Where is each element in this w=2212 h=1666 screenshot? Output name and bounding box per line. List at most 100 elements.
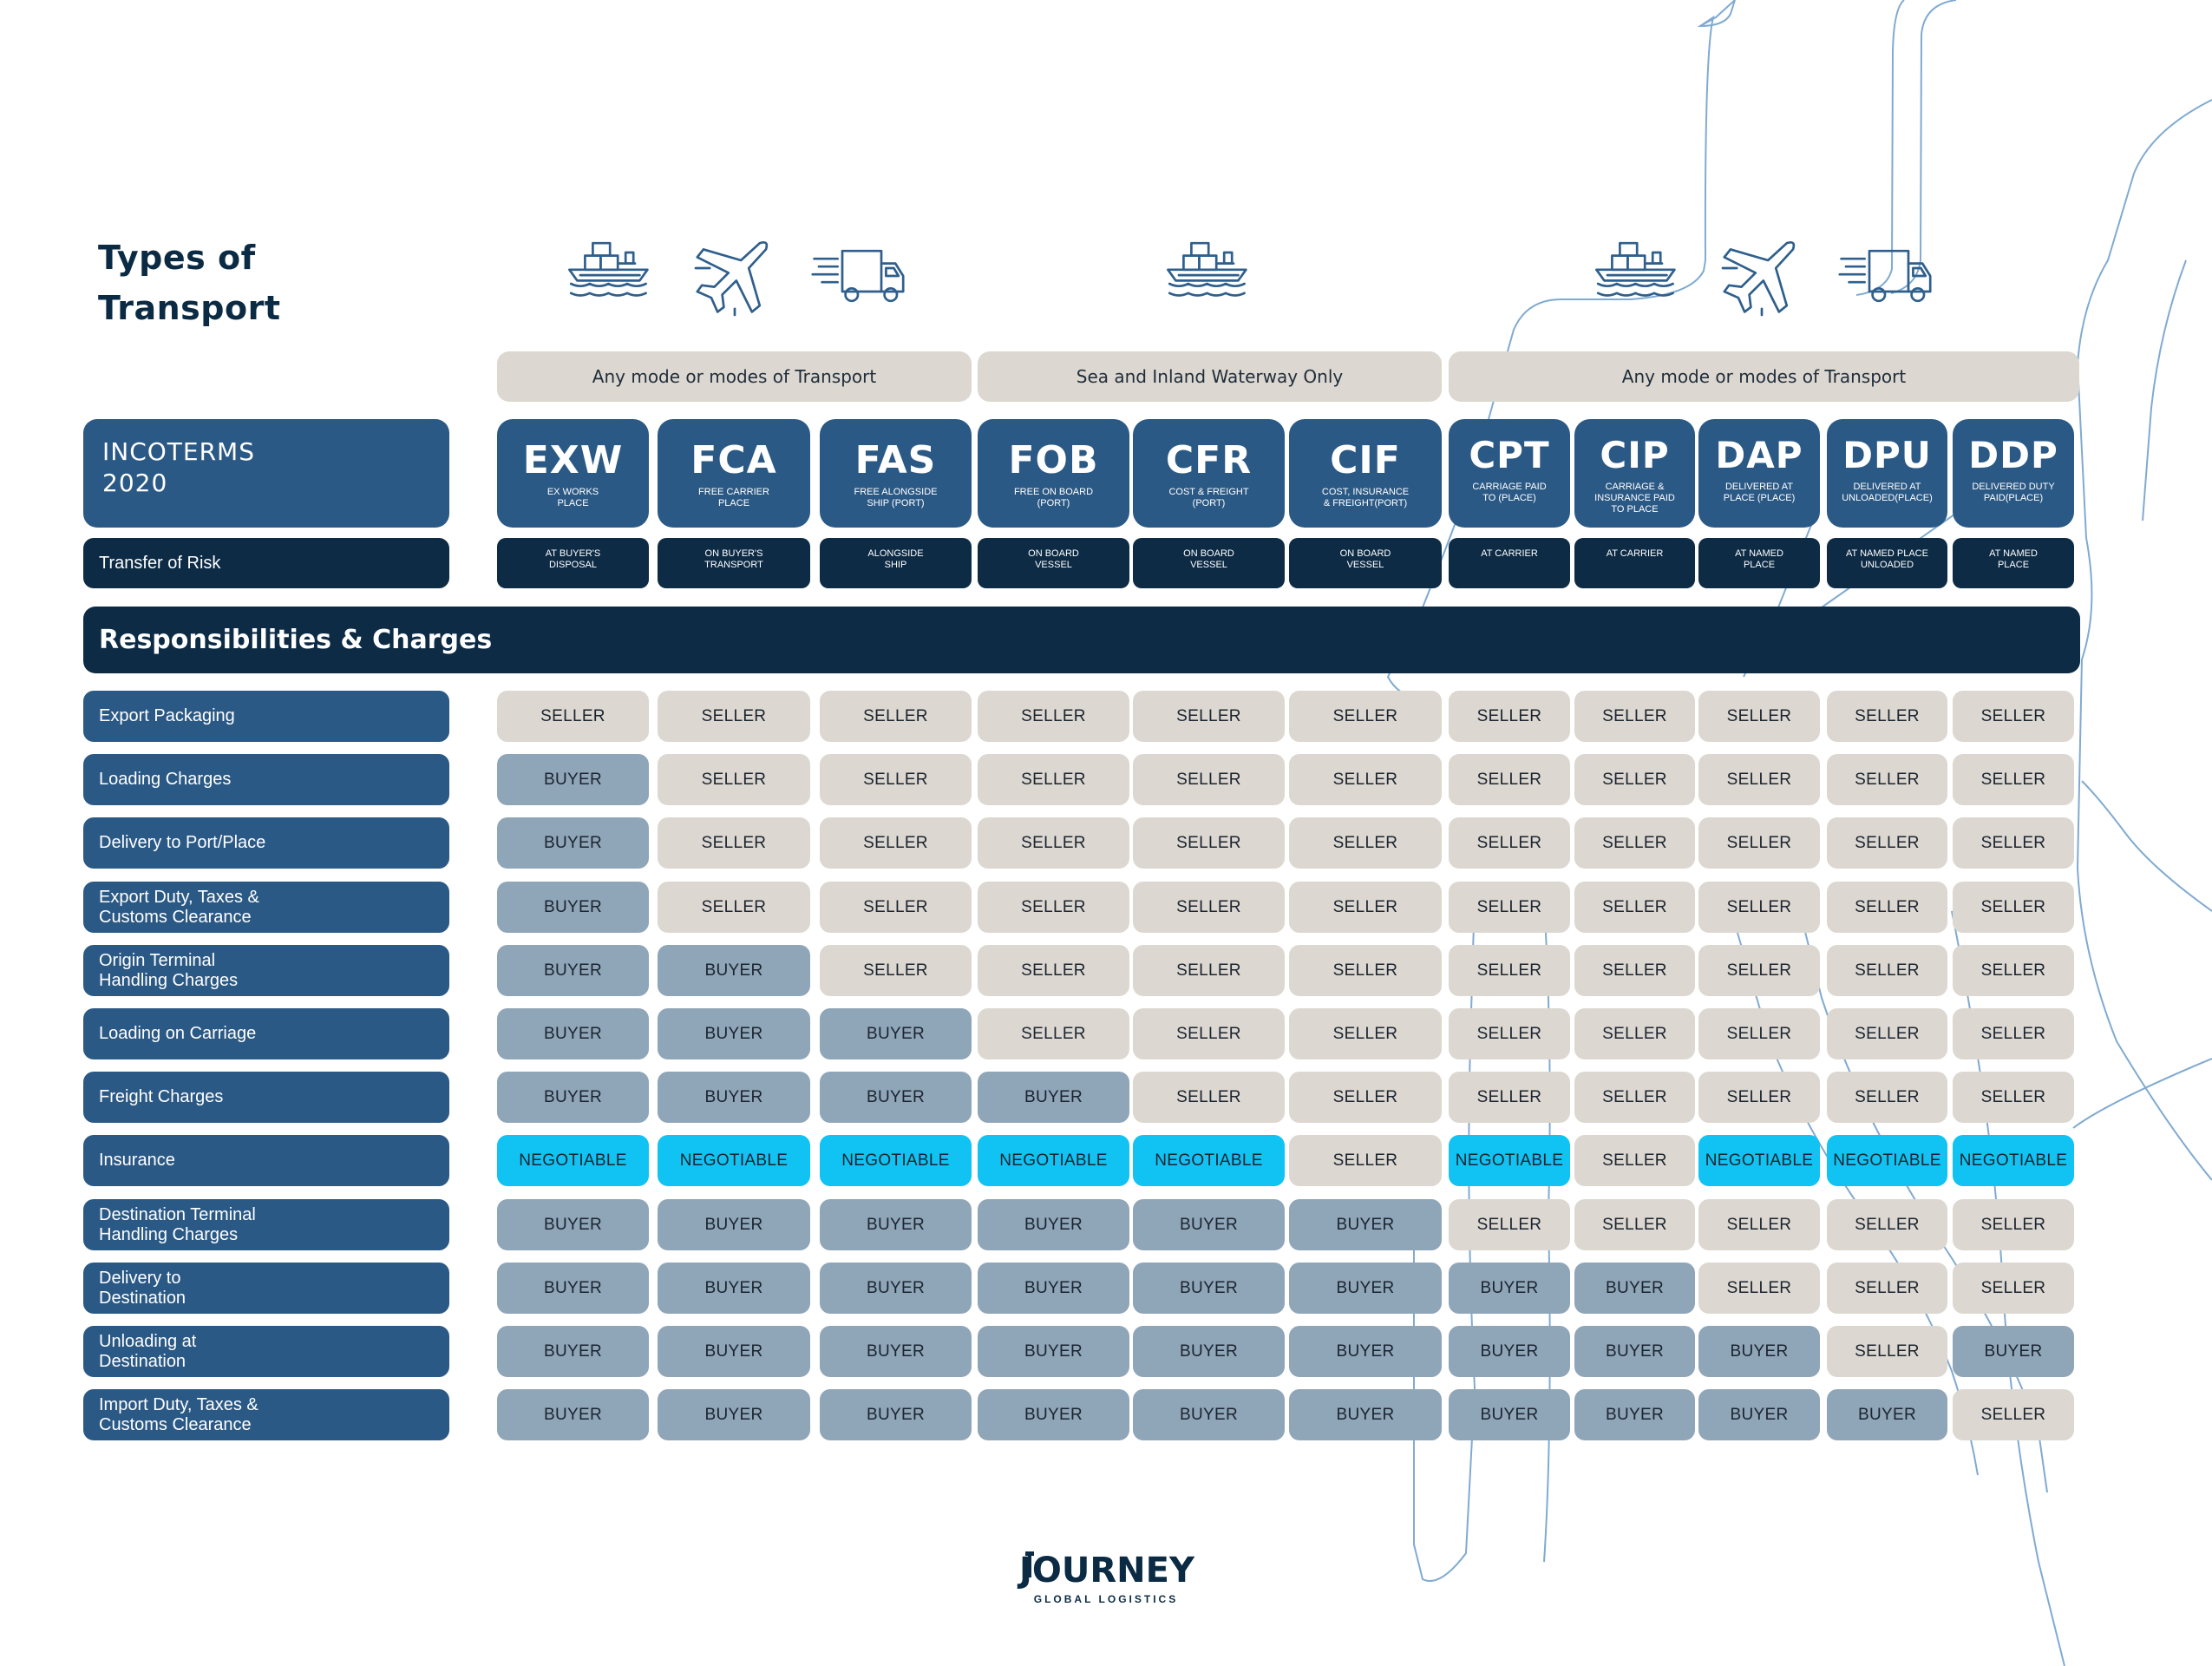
table-cell: BUYER (497, 1389, 649, 1440)
table-cell: NEGOTIABLE (820, 1135, 972, 1186)
table-cell: NEGOTIABLE (1133, 1135, 1285, 1186)
journey-logo-tagline: GLOBAL LOGISTICS (1033, 1593, 1179, 1605)
table-cell: BUYER (1574, 1326, 1695, 1377)
ship-icon (1594, 241, 1676, 297)
incoterm-description: CARRIAGE PAID TO (PLACE) (1472, 482, 1547, 503)
table-cell: SELLER (978, 691, 1129, 742)
table-cell: BUYER (1953, 1326, 2074, 1377)
table-cell: BUYER (820, 1072, 972, 1123)
table-cell: BUYER (820, 1199, 972, 1250)
transfer-of-risk-dpu: AT NAMED PLACE UNLOADED (1827, 538, 1947, 588)
table-cell: SELLER (820, 691, 972, 742)
table-cell: SELLER (978, 882, 1129, 933)
table-cell: SELLER (820, 817, 972, 869)
transport-group-band: Sea and Inland Waterway Only (978, 351, 1442, 402)
table-cell: SELLER (1953, 754, 2074, 805)
table-cell: BUYER (1289, 1199, 1442, 1250)
table-cell: BUYER (497, 754, 649, 805)
incoterm-description: DELIVERED AT UNLOADED(PLACE) (1842, 482, 1933, 503)
table-cell: BUYER (978, 1199, 1129, 1250)
table-cell: BUYER (497, 882, 649, 933)
table-cell: NEGOTIABLE (1953, 1135, 2074, 1186)
table-cell: SELLER (1133, 754, 1285, 805)
transport-group-band: Any mode or modes of Transport (497, 351, 972, 402)
incoterm-code: DDP (1968, 434, 2058, 476)
table-cell: BUYER (497, 1199, 649, 1250)
table-cell: SELLER (1449, 1199, 1570, 1250)
transfer-of-risk-fas: ALONGSIDE SHIP (820, 538, 972, 588)
row-label: Export Duty, Taxes & Customs Clearance (83, 882, 449, 933)
table-cell: SELLER (658, 754, 810, 805)
table-cell: SELLER (1953, 1389, 2074, 1440)
incoterm-code: DPU (1842, 434, 1932, 476)
table-cell: SELLER (1574, 1135, 1695, 1186)
incoterm-description: COST & FREIGHT (PORT) (1168, 487, 1249, 508)
table-cell: SELLER (1953, 1072, 2074, 1123)
table-cell: BUYER (1574, 1263, 1695, 1314)
table-cell: SELLER (820, 882, 972, 933)
table-cell: BUYER (1133, 1389, 1285, 1440)
table-cell: SELLER (1827, 754, 1947, 805)
table-cell: BUYER (658, 1008, 810, 1059)
table-cell: BUYER (497, 1072, 649, 1123)
journey-logo: JOURNEY (1019, 1551, 1194, 1591)
row-label: Import Duty, Taxes & Customs Clearance (83, 1389, 449, 1440)
table-cell: SELLER (1574, 817, 1695, 869)
table-cell: SELLER (1827, 691, 1947, 742)
plane-icon (1721, 240, 1795, 317)
table-cell: SELLER (1827, 1263, 1947, 1314)
table-cell: BUYER (1289, 1263, 1442, 1314)
incoterm-code: EXW (522, 438, 624, 482)
table-cell: SELLER (1953, 817, 2074, 869)
table-cell: BUYER (658, 1072, 810, 1123)
table-cell: SELLER (978, 945, 1129, 996)
row-label: Loading Charges (83, 754, 449, 805)
table-cell: BUYER (1449, 1263, 1570, 1314)
table-cell: SELLER (1289, 691, 1442, 742)
table-cell: SELLER (1449, 1008, 1570, 1059)
table-cell: SELLER (1827, 817, 1947, 869)
table-cell: BUYER (497, 817, 649, 869)
table-cell: SELLER (1698, 754, 1820, 805)
table-cell: SELLER (1574, 1199, 1695, 1250)
page-title: Types of Transport (98, 239, 281, 327)
table-cell: BUYER (1449, 1389, 1570, 1440)
table-cell: SELLER (978, 817, 1129, 869)
table-cell: SELLER (1827, 882, 1947, 933)
incoterm-description: FREE CARRIER PLACE (698, 487, 769, 508)
table-cell: BUYER (1133, 1326, 1285, 1377)
table-cell: SELLER (1574, 882, 1695, 933)
table-cell: SELLER (1574, 945, 1695, 996)
ship-icon (567, 241, 649, 297)
transfer-of-risk-dap: AT NAMED PLACE (1698, 538, 1820, 588)
table-cell: SELLER (1449, 945, 1570, 996)
incoterm-description: COST, INSURANCE & FREIGHT(PORT) (1321, 487, 1410, 508)
incoterm-code: FOB (1008, 438, 1099, 482)
table-cell: BUYER (1449, 1326, 1570, 1377)
row-label: Delivery to Destination (83, 1263, 449, 1314)
table-cell: SELLER (1827, 1072, 1947, 1123)
table-cell: BUYER (1698, 1389, 1820, 1440)
row-label: Export Packaging (83, 691, 449, 742)
table-cell: SELLER (1574, 691, 1695, 742)
table-cell: SELLER (1698, 691, 1820, 742)
table-cell: SELLER (1133, 882, 1285, 933)
transfer-of-risk-ddp: AT NAMED PLACE (1953, 538, 2074, 588)
incoterm-code: FAS (854, 438, 937, 482)
table-cell: BUYER (820, 1389, 972, 1440)
transfer-of-risk-cip: AT CARRIER (1574, 538, 1695, 588)
table-cell: SELLER (1289, 882, 1442, 933)
table-cell: SELLER (1698, 1072, 1820, 1123)
table-cell: BUYER (658, 1263, 810, 1314)
incoterms-2020-header: INCOTERMS 2020 (83, 419, 449, 528)
table-cell: SELLER (497, 691, 649, 742)
table-cell: SELLER (1953, 945, 2074, 996)
